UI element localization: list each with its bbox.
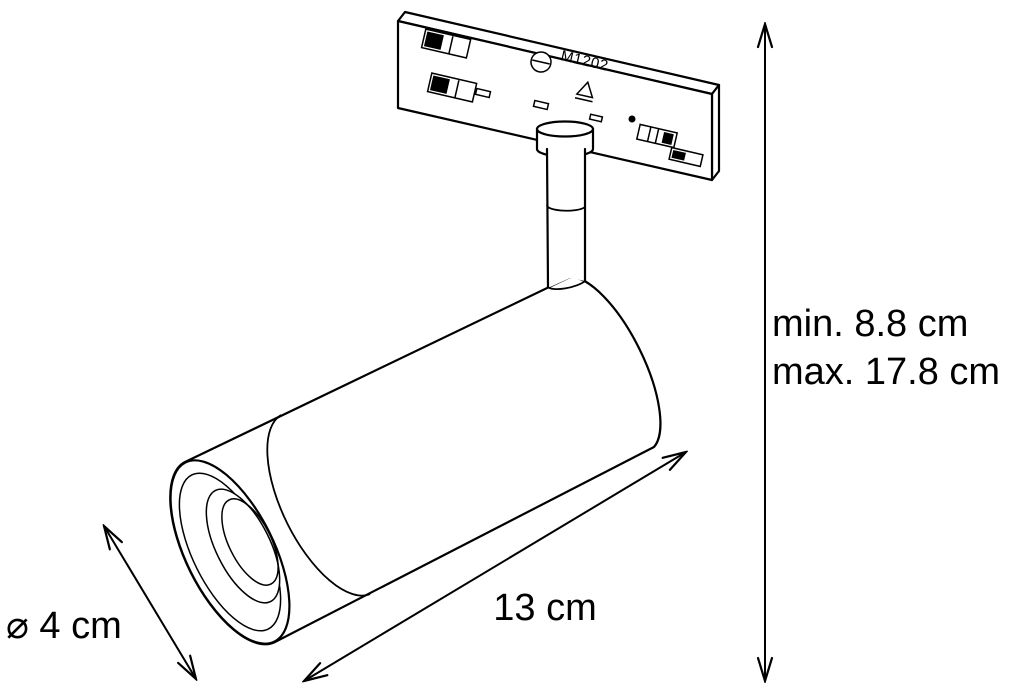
dimension-annotations: min. 8.8 cm max. 17.8 cm 13 cm ⌀ 4 cm — [6, 24, 1000, 681]
inner-barrel — [205, 488, 281, 604]
adapter-screw-icon — [530, 51, 552, 73]
inner-barrel-deep — [221, 498, 279, 586]
length-dimension-arrow — [304, 452, 686, 681]
stem-flange-top — [535, 120, 595, 138]
mounting-stem — [535, 120, 595, 291]
stem-tube-fill — [547, 149, 585, 288]
diameter-dimension-arrow — [104, 526, 196, 679]
diameter-label: ⌀ 4 cm — [6, 605, 122, 647]
length-label: 13 cm — [493, 587, 596, 629]
stem-tube-left-edge — [545, 147, 550, 289]
adapter-contact-window-1 — [474, 87, 492, 99]
warning-triangle-icon — [574, 80, 594, 103]
adapter-slot-right-a — [635, 123, 679, 149]
height-min-label: min. 8.8 cm — [772, 303, 968, 345]
track-adapter-face — [396, 19, 714, 182]
adapter-contact-window-3 — [588, 113, 604, 123]
stem-tube-joint — [546, 203, 586, 212]
lens-opening — [169, 459, 291, 645]
adapter-hook-slot-a — [420, 28, 472, 59]
adapter-hook-slot-b — [426, 72, 478, 103]
stem-base-joint — [547, 280, 586, 291]
height-max-label: max. 17.8 cm — [772, 351, 1000, 393]
adapter-rivet-icon — [628, 115, 636, 123]
adapter-contact-window-2 — [532, 99, 550, 111]
adapter-slot-right-b — [668, 146, 704, 168]
